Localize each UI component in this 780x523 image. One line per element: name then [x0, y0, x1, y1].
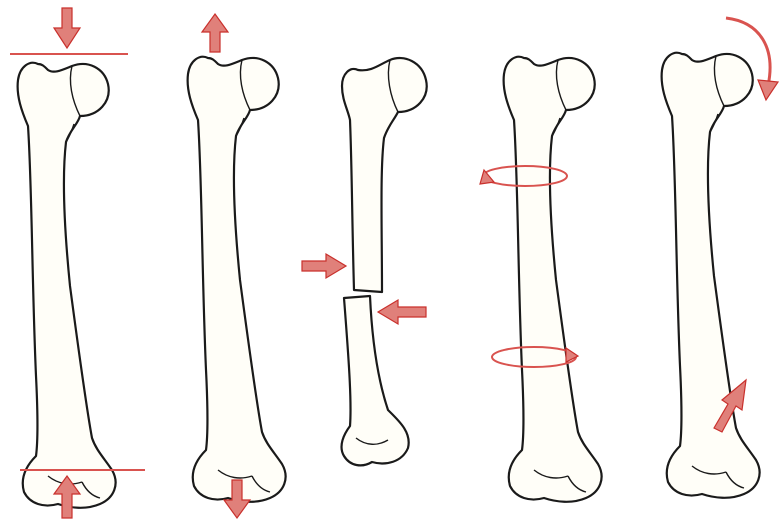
femur-bone-2 [188, 57, 286, 502]
rotation-arrow-icon [566, 348, 578, 362]
curved-arrow-icon [758, 80, 778, 100]
right-arrow-icon [302, 254, 346, 278]
femur-lower-fragment [342, 296, 409, 465]
panel-bending [662, 18, 778, 498]
panel-compression [10, 8, 145, 518]
femur-bone-1 [18, 63, 116, 508]
panel-torsion [480, 57, 602, 502]
femur-bone-4 [504, 57, 602, 502]
up-arrow-icon [202, 14, 228, 52]
femur-bone-5 [662, 53, 760, 498]
panel-shear [302, 58, 427, 465]
down-arrow-icon [54, 8, 80, 48]
panel-tension [188, 14, 286, 518]
femur-upper-fragment [342, 58, 427, 292]
left-arrow-icon [378, 300, 426, 324]
